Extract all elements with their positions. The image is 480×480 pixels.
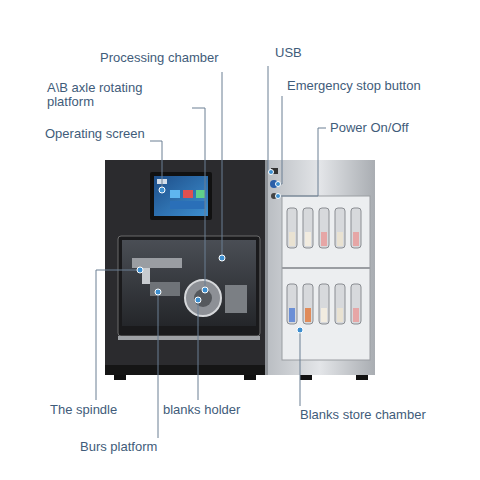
part-label: A\B axle rotating platform bbox=[47, 81, 187, 109]
part-label: USB bbox=[275, 46, 302, 60]
part-label: blanks holder bbox=[163, 403, 240, 417]
part-label: Emergency stop button bbox=[287, 79, 421, 93]
part-label: The spindle bbox=[50, 403, 117, 417]
part-label: Power On/Off bbox=[330, 121, 409, 135]
part-label: Blanks store chamber bbox=[300, 408, 426, 422]
leader-lines bbox=[96, 66, 326, 438]
part-label: Operating screen bbox=[45, 127, 145, 141]
part-label: Processing chamber bbox=[100, 51, 219, 65]
part-label: Burs platform bbox=[80, 440, 157, 454]
